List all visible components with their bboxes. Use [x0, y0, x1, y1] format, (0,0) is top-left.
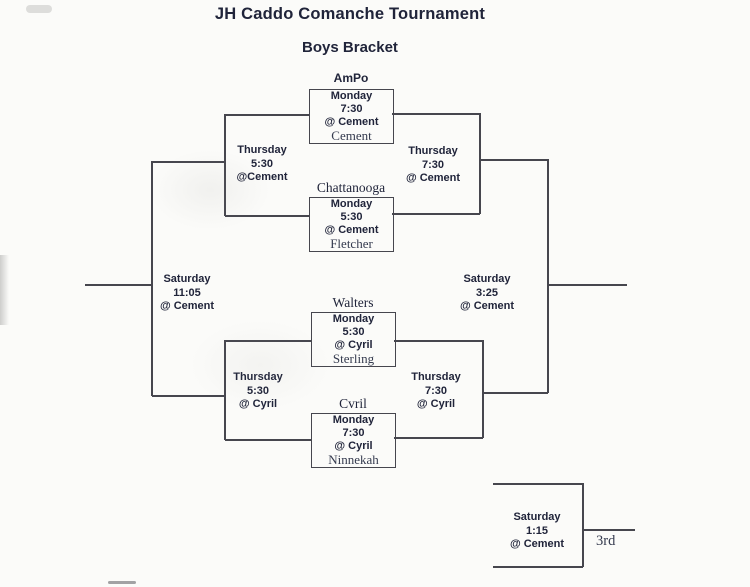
game-day: Monday	[330, 90, 373, 102]
schedule-day: Saturday	[163, 273, 211, 285]
team-label-chattanooga: Chattanooga	[316, 180, 386, 195]
game-time: 5:30	[340, 211, 363, 223]
round2-right-bottom-label: Thursday 7:30 @ Cyril	[396, 371, 476, 412]
schedule-venue: @ Cement	[459, 300, 515, 312]
game-day: Monday	[330, 198, 373, 210]
team-label-cvril: Cvril	[339, 396, 367, 411]
schedule-venue: @ Cement	[159, 300, 215, 312]
schedule-venue: @ Cyril	[238, 398, 278, 410]
bracket-line	[548, 284, 627, 286]
game-bottom-team: Sterling	[332, 351, 375, 366]
game-box-1: Monday 7:30 @ Cement Cement	[309, 89, 394, 144]
bracket-line	[480, 159, 548, 161]
bracket-line	[483, 392, 548, 394]
bracket-line	[482, 340, 484, 438]
bracket-line	[152, 161, 225, 163]
game-venue: @ Cyril	[334, 339, 373, 351]
game-venue: @ Cement	[324, 224, 379, 236]
schedule-day: Saturday	[513, 511, 561, 523]
game-day: Monday	[332, 414, 375, 426]
third-place-label: Saturday 1:15 @ Cement	[497, 511, 577, 552]
bracket-line	[493, 566, 583, 568]
game-bottom-team: Cement	[331, 128, 372, 143]
bracket-line	[479, 113, 481, 214]
schedule-time: 5:30	[246, 384, 270, 397]
round2-left-top-label: Thursday 5:30 @Cement	[222, 144, 302, 185]
game-time: 5:30	[342, 326, 365, 338]
schedule-time: 3:25	[475, 286, 499, 299]
bracket-line	[152, 395, 225, 397]
schedule-day: Thursday	[233, 371, 283, 383]
bracket-line	[225, 215, 310, 217]
round2-left-bottom-label: Thursday 5:30 @ Cyril	[218, 371, 298, 412]
game-box-4: Monday 7:30 @ Cyril Ninnekah	[311, 413, 396, 468]
schedule-day: Thursday	[237, 144, 287, 156]
game-box-3: Monday 5:30 @ Cyril Sterling	[311, 312, 396, 367]
final-left-label: Saturday 11:05 @ Cement	[147, 273, 227, 314]
game-time: 7:30	[340, 103, 363, 115]
scan-smudge	[108, 581, 136, 584]
schedule-venue: @ Cement	[509, 538, 565, 550]
schedule-venue: @ Cyril	[416, 398, 456, 410]
final-right-label: Saturday 3:25 @ Cement	[447, 273, 527, 314]
schedule-time: 7:30	[424, 384, 448, 397]
bracket-line	[392, 213, 480, 215]
schedule-time: 5:30	[250, 157, 274, 170]
team-label-ampo: AmPo	[333, 71, 369, 85]
game-bottom-team: Fletcher	[330, 236, 373, 251]
bracket-line	[394, 340, 483, 342]
game-venue: @ Cyril	[334, 440, 373, 452]
bracket-line	[394, 437, 483, 439]
schedule-day: Thursday	[408, 145, 458, 157]
schedule-venue: @Cement	[236, 171, 288, 183]
schedule-time: 1:15	[525, 524, 549, 537]
bracket-line	[547, 159, 549, 393]
schedule-time: 7:30	[421, 158, 445, 171]
game-bottom-team: Ninnekah	[328, 452, 379, 467]
bracket-line	[582, 483, 584, 567]
schedule-venue: @ Cement	[405, 172, 461, 184]
round2-right-top-label: Thursday 7:30 @ Cement	[393, 145, 473, 186]
schedule-day: Thursday	[411, 371, 461, 383]
bracket-line	[583, 529, 635, 531]
third-place-tag: 3rd	[596, 533, 616, 549]
bracket-line	[392, 113, 480, 115]
bracket-line	[225, 340, 312, 342]
bracket-line	[151, 161, 153, 396]
bracket-line	[225, 114, 310, 116]
bracket-line	[225, 439, 312, 441]
bracket-line	[85, 284, 152, 286]
game-day: Monday	[332, 313, 375, 325]
schedule-day: Saturday	[463, 273, 511, 285]
bracket-line	[224, 114, 226, 216]
scan-smudge	[0, 255, 9, 325]
page-title: JH Caddo Comanche Tournament	[214, 5, 486, 23]
team-label-walters: Walters	[332, 295, 374, 310]
game-time: 7:30	[342, 427, 365, 439]
game-box-2: Monday 5:30 @ Cement Fletcher	[309, 197, 394, 252]
game-venue: @ Cement	[324, 116, 379, 128]
bracket-line	[493, 483, 583, 485]
bracket-subtitle: Boys Bracket	[302, 39, 398, 56]
bracket-line	[224, 340, 226, 440]
schedule-time: 11:05	[173, 286, 201, 299]
